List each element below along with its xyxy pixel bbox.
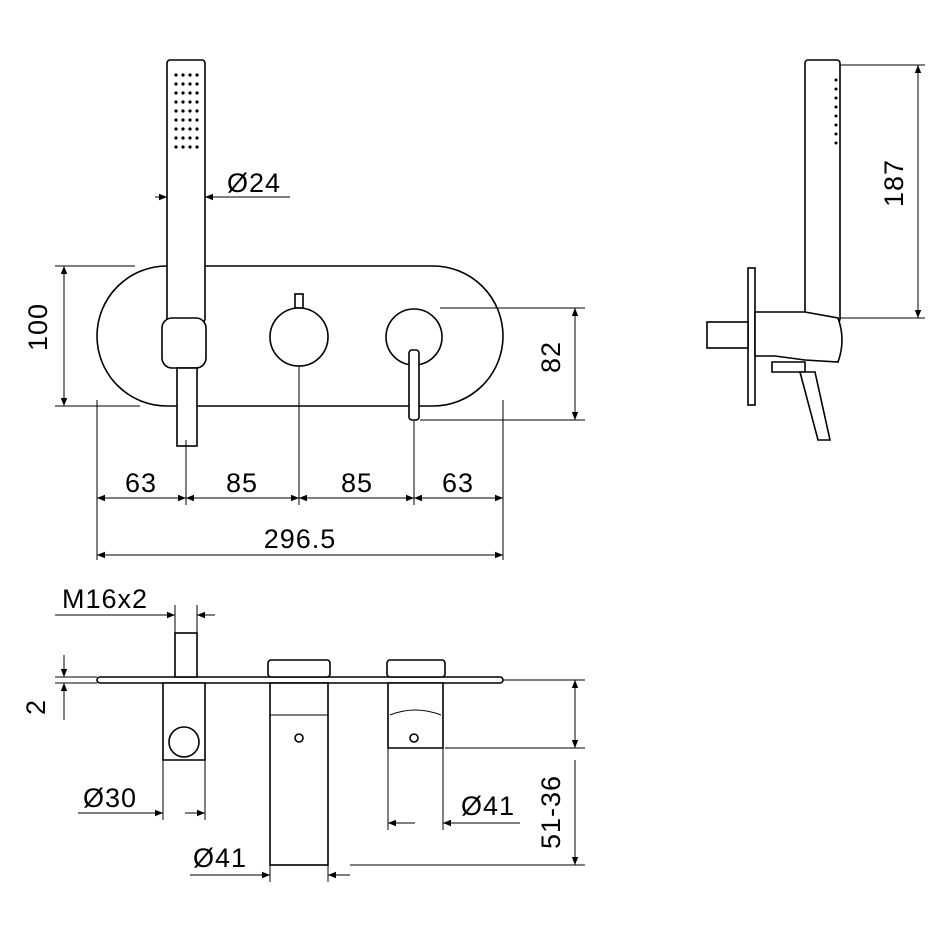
knob-pin xyxy=(294,293,304,309)
side-view: 187 xyxy=(706,59,925,441)
front-view: Ø24 100 82 63 85 85 63 296.5 xyxy=(23,59,585,560)
hand-shower xyxy=(166,59,206,323)
knob-left-diameter-label: Ø41 xyxy=(193,843,247,873)
mixer-lever xyxy=(408,349,420,421)
lever-side xyxy=(771,361,806,373)
hose-side xyxy=(798,371,831,441)
knob-left-screw xyxy=(294,733,304,743)
plate-top xyxy=(96,676,504,684)
knob-right-diameter-label: Ø41 xyxy=(461,791,515,821)
knob-right-screw xyxy=(409,733,419,743)
shower-hose xyxy=(176,367,198,447)
plate-thickness-label: 2 xyxy=(21,699,51,715)
depth-range-label: 51-36 xyxy=(536,775,566,849)
knob-right-cap xyxy=(386,659,446,678)
total-width-label: 296.5 xyxy=(264,524,337,554)
diverter-knob xyxy=(269,307,329,367)
threaded-connector xyxy=(174,632,198,678)
thread-label: M16x2 xyxy=(62,584,148,614)
hand-shower-side xyxy=(804,59,841,323)
shower-holder xyxy=(161,317,207,369)
shower-nozzles-side xyxy=(834,78,838,145)
plate-height-label: 100 xyxy=(23,303,53,351)
spacing-label: 85 xyxy=(226,468,258,498)
plate-side xyxy=(747,267,756,406)
top-view: M16x2 2 Ø30 Ø41 Ø41 51-36 xyxy=(21,584,585,882)
spacing-label: 85 xyxy=(341,468,373,498)
holder-side xyxy=(754,311,843,363)
spacing-label: 63 xyxy=(125,468,157,498)
diverter-side xyxy=(706,321,749,349)
shower-nozzles xyxy=(174,73,199,149)
shower-length-label: 187 xyxy=(879,159,909,207)
shower-diameter-label: Ø24 xyxy=(227,168,281,198)
knob-left-cap xyxy=(267,659,331,678)
holder-joint xyxy=(168,726,200,758)
spacing-label: 63 xyxy=(442,468,474,498)
holder-diameter-label: Ø30 xyxy=(83,783,137,813)
lever-height-label: 82 xyxy=(536,341,566,373)
knob-left-body xyxy=(269,682,329,866)
